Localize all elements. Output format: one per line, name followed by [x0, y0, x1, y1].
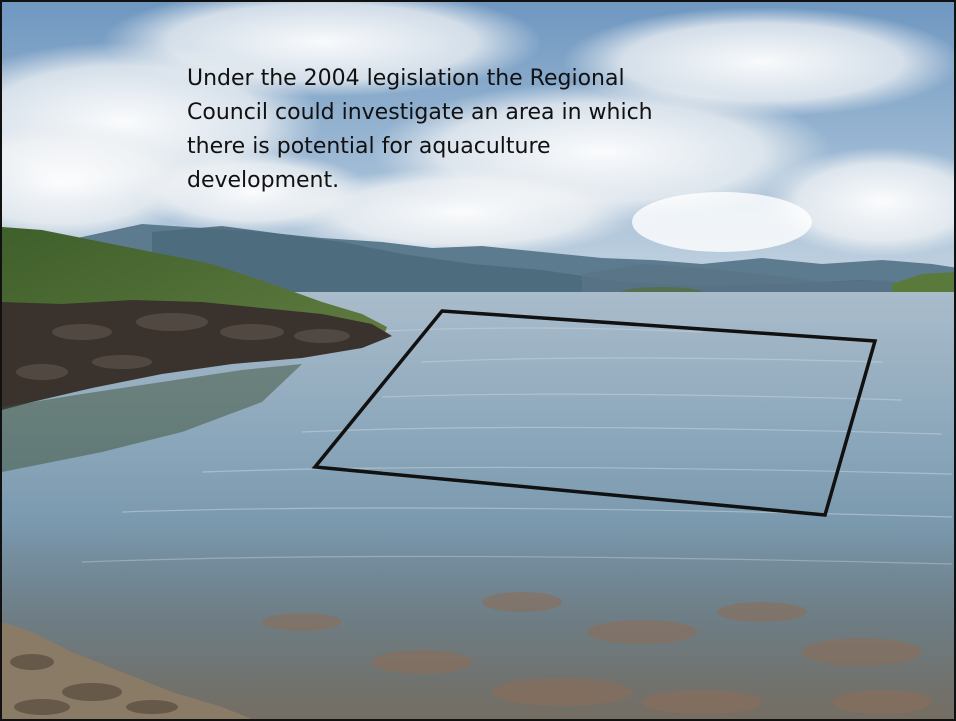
investigation-area-outline — [311, 309, 878, 517]
clouds — [2, 2, 954, 257]
caption-text: Under the 2004 legislation the Regional … — [187, 66, 653, 193]
seabed-stones — [262, 592, 932, 714]
